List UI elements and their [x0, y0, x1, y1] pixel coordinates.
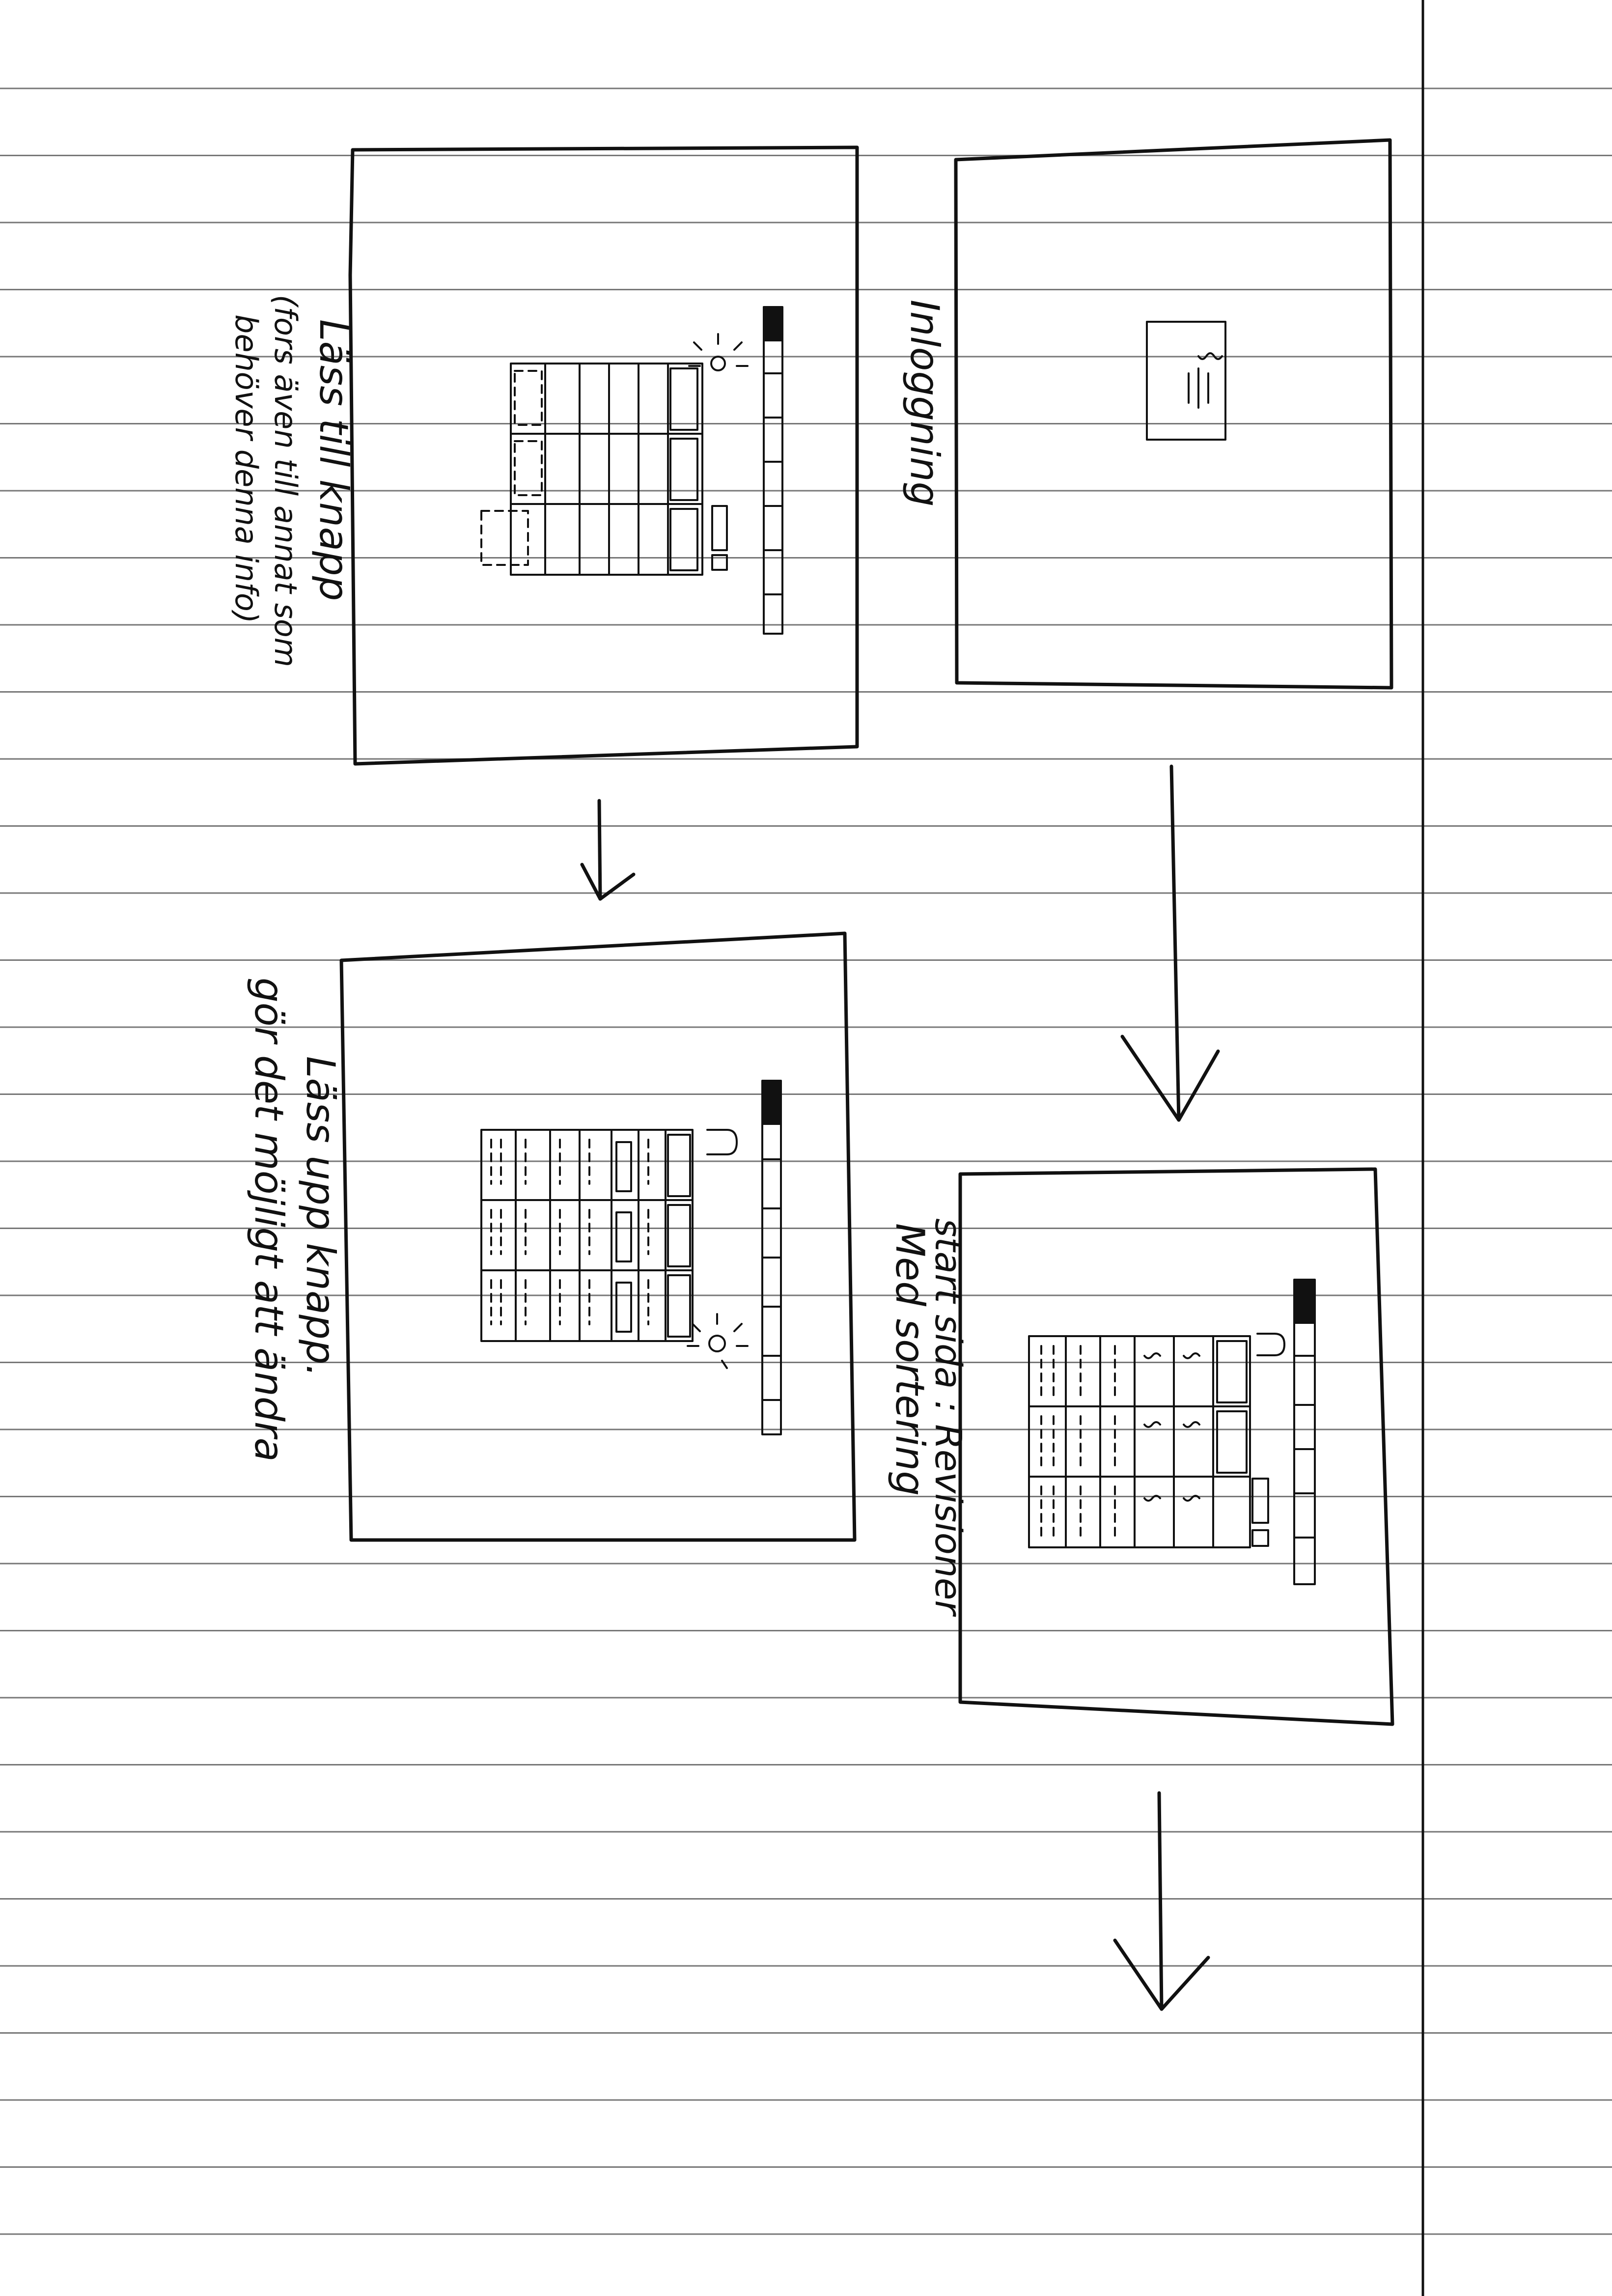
- edit-button-screen-sketch: Läss upp knapp. gör det möjligt att ändr…: [246, 933, 855, 1540]
- start-caption-bottom: Med sortering: [887, 1223, 933, 1496]
- start-screen-sketch: start sida : Revisioner Med sortering: [887, 1169, 1392, 1724]
- arrow-login-to-start: [1122, 766, 1218, 1120]
- add-caption-line-2: (fors även till annat som: [268, 295, 304, 667]
- login-box: [1147, 322, 1225, 440]
- start-table: [1029, 1336, 1250, 1547]
- add-caption-line-3: behöver denna info): [228, 314, 264, 623]
- start-top-tab-icon: [1257, 1334, 1284, 1355]
- add-button-screen-sketch: Läss till knapp (fors även till annat so…: [228, 147, 857, 764]
- edit-button-highlight-icon: [688, 1314, 748, 1368]
- arrow-add-to-edit: [582, 801, 634, 899]
- edit-sidebar-bar: [762, 1081, 781, 1434]
- edit-caption-line-1: Läss upp knapp.: [298, 1056, 343, 1377]
- start-small-square: [1252, 1530, 1268, 1546]
- edit-top-tab-icon: [707, 1130, 737, 1154]
- add-table: [481, 364, 702, 575]
- start-small-button: [1252, 1479, 1268, 1523]
- add-button-highlight-icon: [689, 334, 748, 370]
- arrow-start-to-next: [1115, 1793, 1208, 2009]
- add-small-button: [712, 506, 727, 550]
- edit-caption-line-2: gör det möjligt att ändra: [246, 978, 292, 1462]
- login-caption: Inloggning: [902, 300, 947, 506]
- start-sidebar-bar: [1294, 1280, 1315, 1584]
- add-caption-line-1: Läss till knapp: [311, 319, 357, 601]
